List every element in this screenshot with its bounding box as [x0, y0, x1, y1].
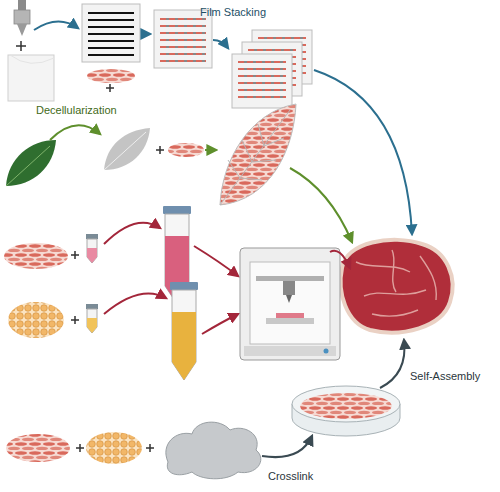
muscle-cells [4, 243, 68, 269]
muscle-cells [87, 69, 135, 83]
patterned-film [82, 4, 140, 62]
fat-cells [86, 432, 142, 464]
muscle-cells [6, 434, 70, 462]
green-leaf [6, 140, 56, 186]
flow-arrow [290, 168, 352, 242]
step-label: Decellularization [36, 104, 117, 117]
hydrogel [166, 422, 261, 479]
flow-arrow [50, 125, 100, 140]
flow-arrow [330, 251, 350, 268]
flow-arrow [34, 21, 78, 30]
small-tube [86, 234, 98, 263]
step-label: Film Stacking [200, 6, 266, 19]
flow-arrow [104, 223, 160, 244]
step-label: Self-Assembly [410, 370, 480, 383]
flow-arrow [380, 340, 405, 388]
flow-arrow [213, 40, 228, 48]
decellularized-leaf [104, 128, 150, 170]
muscle-cells [168, 143, 204, 157]
flow-arrow [314, 70, 412, 234]
bioink-tube [170, 282, 198, 380]
bioprinter [240, 248, 340, 360]
flow-arrow [205, 149, 216, 151]
film-sheen [10, 55, 54, 63]
flow-arrow [202, 314, 238, 334]
flow-arrow [194, 246, 238, 276]
steak [341, 240, 453, 333]
film-sheet [8, 55, 54, 101]
stacked-films [232, 30, 312, 108]
flow-arrow [142, 33, 150, 35]
flow-arrow [262, 436, 312, 457]
fat-cells [8, 302, 64, 338]
seeded-leaf [220, 104, 296, 205]
flow-arrow [104, 294, 166, 314]
step-label: Crosslink [268, 470, 313, 483]
small-tube [86, 304, 98, 333]
petri-dish [292, 386, 400, 436]
seeded-film [154, 10, 212, 68]
printer-nozzle [14, 0, 30, 36]
